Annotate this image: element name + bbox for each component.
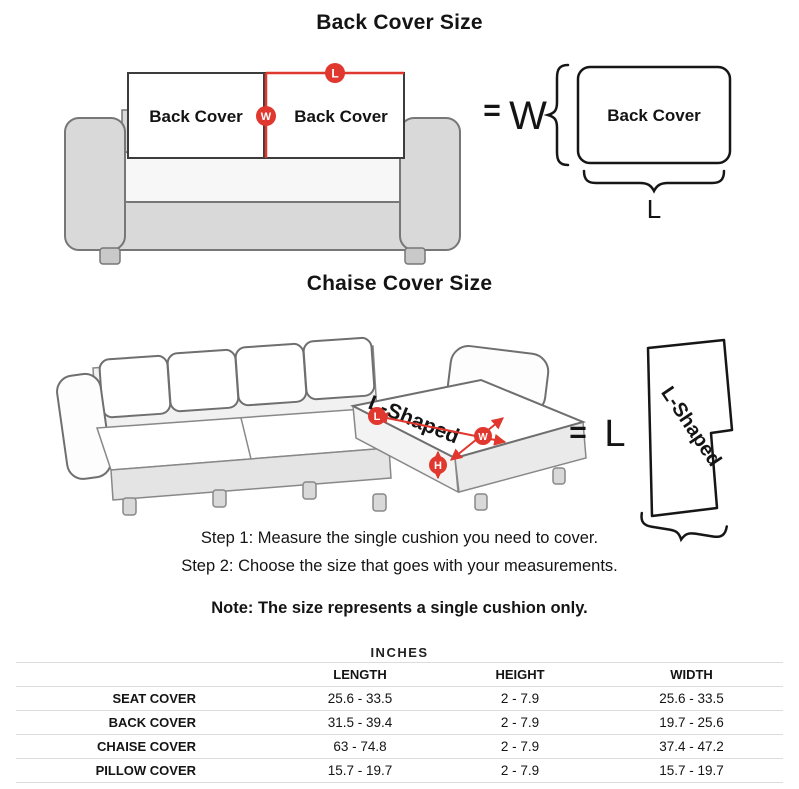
width-badge [256, 106, 276, 126]
table-row-pillow-cover: PILLOW COVER 15.7 - 19.7 2 - 7.9 15.7 - … [16, 758, 783, 783]
back-cushion-left [127, 72, 265, 159]
height-value: 2 - 7.9 [440, 758, 600, 783]
step-1-text: Step 1: Measure the single cushion you n… [200, 529, 599, 547]
back-cushion-right [265, 72, 405, 159]
header-width: WIDTH [600, 662, 783, 687]
height-value: 2 - 7.9 [440, 734, 600, 759]
sectional-base-front [110, 447, 392, 501]
sectional-back-cushion [98, 354, 172, 419]
chaise-width-badge-letter: W [478, 432, 488, 443]
lshape-outline [646, 338, 734, 518]
size-table-header-row: LENGTH HEIGHT WIDTH [16, 662, 783, 687]
size-table: LENGTH HEIGHT WIDTH SEAT COVER 25.6 - 33… [16, 662, 783, 783]
sofa-leg [122, 497, 137, 516]
chaise-length-badge [368, 407, 386, 425]
chaise-height-badge-letter: H [434, 460, 442, 472]
length-value: 31.5 - 39.4 [280, 710, 440, 735]
length-letter: L [647, 194, 661, 224]
width-value: 37.4 - 47.2 [600, 734, 783, 759]
back-cover-diagram: Back Cover Back Cover L W = W Back Cover… [64, 63, 732, 265]
chaise-length-badge-letter: L [374, 411, 381, 423]
back-cushion-right-label: Back Cover [294, 107, 388, 126]
sofa-leg [474, 493, 488, 511]
width-letter: W [509, 94, 547, 138]
sectional-back-cushion [302, 336, 376, 401]
sofa-leg [212, 489, 227, 508]
table-row-back-cover: BACK COVER 31.5 - 39.4 2 - 7.9 19.7 - 25… [16, 710, 783, 735]
length-letter-2: L [604, 413, 625, 455]
note-text: Note: The size represents a single cushi… [211, 599, 588, 617]
width-value: 25.6 - 33.5 [600, 686, 783, 711]
left-brace [543, 63, 570, 167]
length-badge [325, 63, 345, 83]
seat-cushion [117, 151, 409, 203]
chaise-width-badge [474, 427, 492, 445]
back-cover-box-label: Back Cover [607, 106, 701, 125]
units-label: INCHES [370, 645, 429, 660]
chaise-cover-size-title: Chaise Cover Size [306, 272, 493, 295]
step-2-text: Step 2: Choose the size that goes with y… [181, 557, 618, 575]
table-row-chaise-cover: CHAISE COVER 63 - 74.8 2 - 7.9 37.4 - 47… [16, 734, 783, 759]
sectional-back-cushion [234, 342, 308, 407]
sectional-sofa: L-Shaped L W H [56, 336, 587, 516]
table-row-seat-cover: SEAT COVER 25.6 - 33.5 2 - 7.9 25.6 - 33… [16, 686, 783, 711]
sofa-leg [99, 247, 121, 265]
sectional-left-arm [56, 372, 112, 480]
back-cushion-left-label: Back Cover [149, 107, 243, 126]
back-cover-size-title: Back Cover Size [316, 11, 483, 34]
header-length: LENGTH [280, 662, 440, 687]
chaise-height-badge [429, 456, 447, 474]
chaise-cover-diagram: L-Shaped L W H = L L-Shaped [56, 336, 734, 543]
sofa-left-arm [64, 117, 126, 251]
sofa-right-arm [399, 117, 461, 251]
equals-sign-2: = [569, 416, 587, 449]
height-value: 2 - 7.9 [440, 710, 600, 735]
width-value: 15.7 - 19.7 [600, 758, 783, 783]
header-empty-cell [16, 662, 280, 687]
bottom-brace [582, 169, 726, 194]
header-height: HEIGHT [440, 662, 600, 687]
sectional-back-cushion [166, 348, 240, 413]
seat-seam [240, 417, 252, 460]
row-label: CHAISE COVER [16, 734, 280, 759]
equals-sign: = [483, 94, 501, 127]
height-value: 2 - 7.9 [440, 686, 600, 711]
row-label: SEAT COVER [16, 686, 280, 711]
sofa-leg [372, 493, 387, 512]
length-value: 15.7 - 19.7 [280, 758, 440, 783]
sofa-leg [552, 467, 566, 485]
width-value: 19.7 - 25.6 [600, 710, 783, 735]
length-value: 25.6 - 33.5 [280, 686, 440, 711]
back-cover-box [576, 65, 732, 165]
length-badge-letter: L [331, 67, 338, 81]
row-label: PILLOW COVER [16, 758, 280, 783]
width-badge-letter: W [261, 111, 272, 123]
length-value: 63 - 74.8 [280, 734, 440, 759]
lshape-brace-group [640, 511, 728, 543]
sofa-leg [404, 247, 426, 265]
sofa-leg [302, 481, 317, 500]
row-label: BACK COVER [16, 710, 280, 735]
lshape-brace [640, 511, 728, 543]
